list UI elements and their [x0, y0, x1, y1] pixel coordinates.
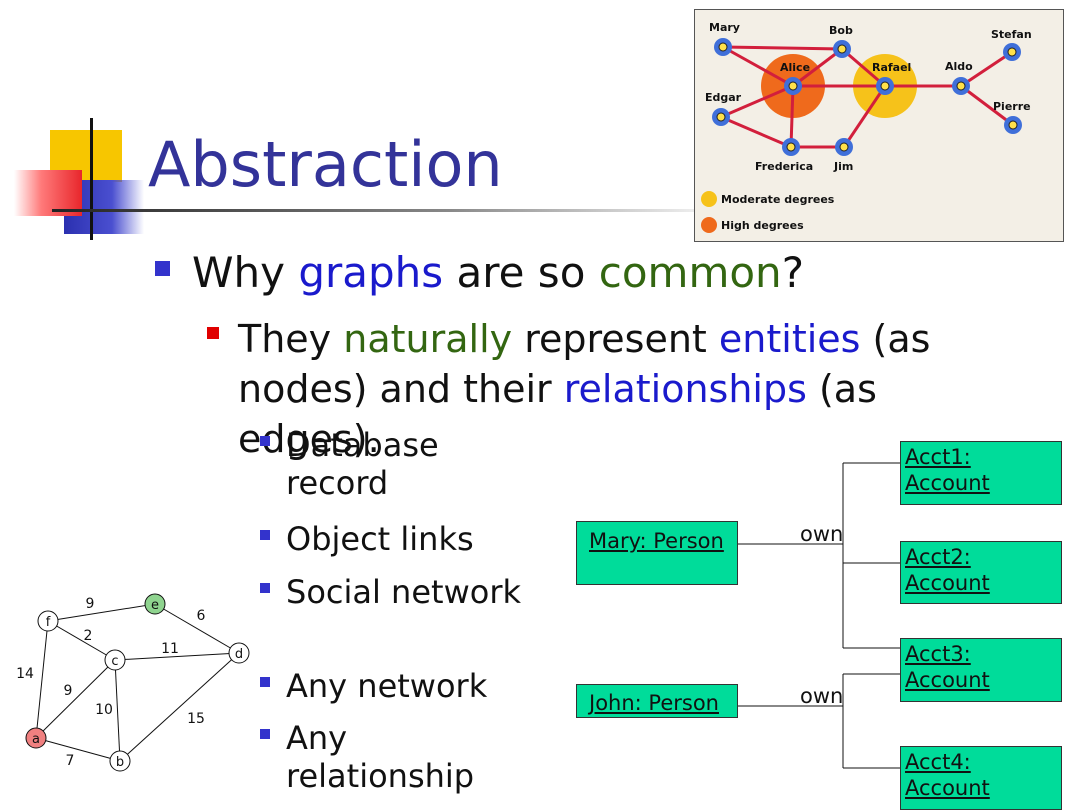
weight-ab: 7	[66, 753, 75, 769]
sub-bullet-marker	[207, 327, 219, 339]
node-e	[144, 593, 166, 615]
label-alice: Alice	[780, 61, 810, 74]
social-network-svg: Mary Bob Stefan Alice Rafael Aldo Edgar …	[701, 21, 1032, 233]
weight-ed: 6	[197, 608, 206, 624]
node-rafael	[876, 77, 894, 95]
example-any-network: Any network	[286, 667, 488, 705]
label-aldo: Aldo	[945, 60, 973, 73]
example-database-record: Database record	[286, 426, 439, 502]
title-ornament-red	[14, 170, 82, 216]
bullet1-graphs: graphs	[298, 248, 444, 297]
example-any-relationship: Any relationship	[286, 719, 475, 795]
node-c-label: c	[111, 654, 118, 669]
uml-john-person: John: Person	[576, 684, 738, 718]
weight-ac: 9	[64, 683, 73, 699]
node-alice	[784, 77, 802, 95]
uml-own-label: own	[800, 522, 844, 546]
example-marker	[260, 729, 270, 739]
label-stefan: Stefan	[991, 28, 1032, 41]
example-marker	[260, 436, 270, 446]
legend-moderate-swatch	[701, 191, 717, 207]
node-f-label: f	[46, 615, 51, 630]
node-b-label: b	[116, 755, 124, 770]
weighted-edges	[35, 603, 240, 762]
bullet1-text-post: ?	[781, 248, 804, 297]
label-jim: Jim	[833, 160, 853, 173]
bullet2-line2: nodes) and their relationships (as	[238, 367, 877, 411]
legend-high-label: High degrees	[721, 219, 804, 232]
weight-fe: 9	[86, 596, 95, 612]
weight-cd: 11	[161, 641, 179, 657]
bullet2-line1: They naturally represent entities (as	[238, 317, 931, 361]
node-e-label: e	[151, 598, 159, 613]
node-d	[228, 642, 250, 664]
label-bob: Bob	[829, 24, 853, 37]
social-nodes	[712, 38, 1022, 156]
label-mary: Mary	[709, 21, 740, 34]
example-social-network: Social network	[286, 573, 521, 611]
node-bob	[833, 40, 851, 58]
uml-acct3: Acct3: Account	[900, 638, 1062, 702]
legend-high-swatch	[701, 217, 717, 233]
node-a	[25, 727, 47, 749]
example-marker	[260, 583, 270, 593]
bullet-marker	[155, 261, 170, 276]
node-edgar	[712, 108, 730, 126]
word-relationships: relationships	[563, 367, 807, 411]
slide-title: Abstraction	[148, 128, 503, 201]
social-edges	[720, 45, 1014, 149]
legend-moderate-label: Moderate degrees	[721, 193, 835, 206]
label-frederica: Frederica	[755, 160, 813, 173]
word-entities: entities	[718, 317, 861, 361]
node-stefan	[1003, 43, 1021, 61]
weight-bd: 15	[187, 711, 205, 727]
example-marker	[260, 677, 270, 687]
uml-own-label: own	[800, 684, 844, 708]
weight-fc: 2	[84, 628, 93, 644]
title-underline	[52, 209, 712, 212]
word-naturally: naturally	[343, 317, 513, 361]
weight-fa: 14	[16, 666, 34, 682]
example-object-links: Object links	[286, 520, 474, 558]
bullet-represent-entities: They naturally represent entities (as no…	[238, 314, 1018, 464]
node-c	[104, 649, 126, 671]
node-mary	[714, 38, 732, 56]
uml-acct2: Acct2: Account	[900, 541, 1062, 604]
bullet-why-graphs: Why graphs are so common?	[192, 248, 804, 297]
bullet1-common: common	[598, 248, 782, 297]
node-frederica	[782, 138, 800, 156]
label-pierre: Pierre	[993, 100, 1031, 113]
node-f	[37, 610, 59, 632]
weight-cb: 10	[95, 702, 113, 718]
node-d-label: d	[235, 647, 243, 662]
node-jim	[835, 138, 853, 156]
example-marker	[260, 530, 270, 540]
node-aldo	[952, 77, 970, 95]
uml-acct1: Acct1: Account	[900, 441, 1062, 505]
uml-acct4: Acct4: Account	[900, 746, 1062, 810]
node-b	[109, 750, 131, 772]
weighted-graph-figure: f e c d a b 9 6 2 11 14 9 10 15 7	[16, 593, 250, 772]
label-edgar: Edgar	[705, 91, 742, 104]
uml-mary-person: Mary: Person	[576, 521, 738, 585]
label-rafael: Rafael	[872, 61, 911, 74]
weighted-nodes	[25, 593, 250, 772]
bullet1-text: Why	[192, 248, 299, 297]
node-a-label: a	[32, 732, 40, 747]
social-network-figure: Mary Bob Stefan Alice Rafael Aldo Edgar …	[694, 9, 1064, 242]
title-ornament-vline	[90, 118, 93, 240]
bullet1-text-mid: are so	[443, 248, 599, 297]
node-pierre	[1004, 116, 1022, 134]
